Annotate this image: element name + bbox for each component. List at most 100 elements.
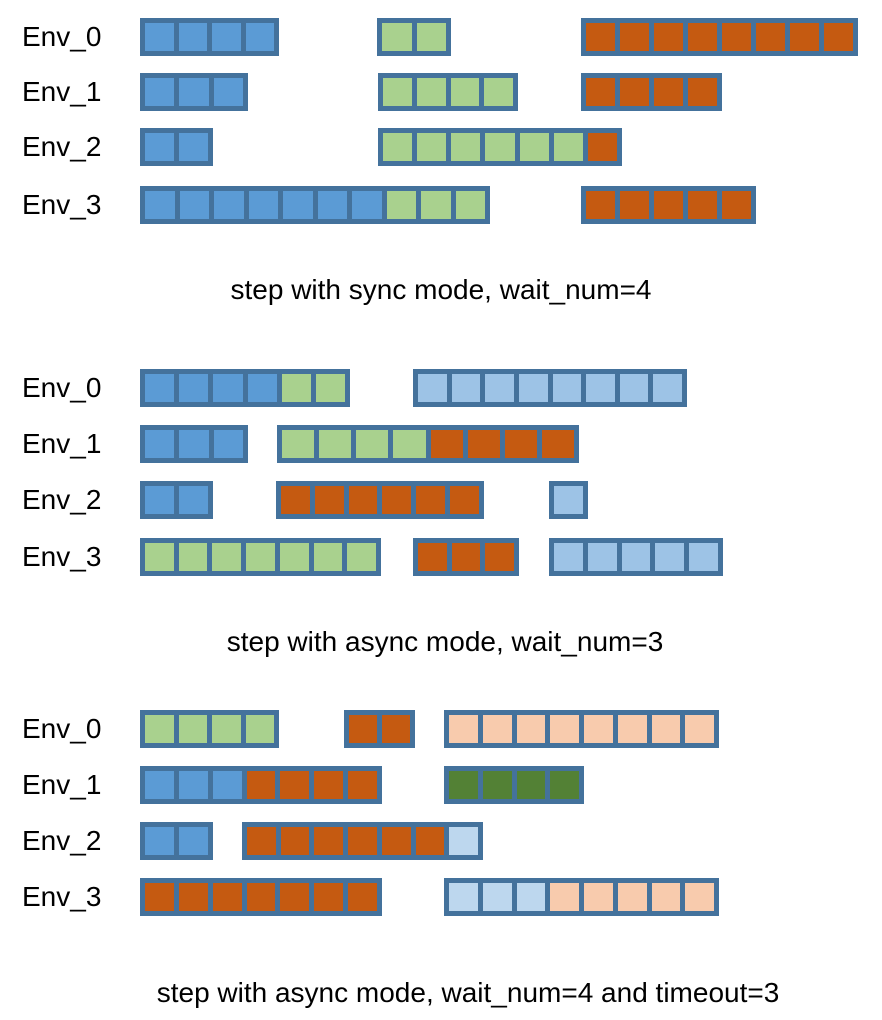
time-block-green [145,715,174,743]
time-block-lightblue [689,543,718,571]
time-block-orange [246,883,276,911]
time-block-peach [685,883,714,911]
time-block-orange [504,430,537,458]
time-block-blue [145,486,174,514]
env-label: Env_3 [22,189,102,220]
time-block-blue [212,771,242,799]
time-block-lightblue [619,374,649,402]
time-block-green [145,543,174,571]
time-block-orange [381,827,411,855]
time-block-peach [685,715,714,743]
time-block-peach [482,715,512,743]
time-block-orange [246,771,276,799]
time-block-orange [756,23,785,51]
time-block-green [178,543,208,571]
time-block-green [356,430,389,458]
time-block-orange [450,486,479,514]
time-block-green [416,23,446,51]
time-block-green [451,133,481,161]
timeline-bar [413,369,687,407]
time-block-green [245,715,274,743]
timeline-bar [581,186,756,224]
time-block-green [212,543,242,571]
time-block-green [383,133,413,161]
time-block-darkgreen [482,771,512,799]
time-block-orange [314,771,344,799]
time-block-peach [617,883,647,911]
time-block-blue [213,374,243,402]
env-label: Env_2 [22,484,102,515]
time-block-orange [654,78,683,106]
timeline-bar [549,481,588,519]
timeline-bar [378,73,518,111]
time-block-orange [620,78,649,106]
time-block-green [313,543,343,571]
timeline-bar [549,538,723,576]
time-block-green [382,23,412,51]
time-block-orange [247,827,276,855]
timeline-bar [344,710,415,748]
timeline-bar [140,425,248,463]
timeline-bar [276,481,484,519]
time-block-green [393,430,426,458]
time-block-orange [348,883,378,911]
time-block-blue [352,191,382,219]
time-block-blue [145,133,174,161]
timeline-bar [140,186,490,224]
time-block-lightblue [485,374,514,402]
env-label: Env_0 [22,21,102,52]
time-block-blue [179,133,208,161]
time-block-blue [179,430,209,458]
time-block-orange [722,191,751,219]
time-block-green [279,543,309,571]
time-block-lightblue [552,374,582,402]
time-block-blue [145,78,175,106]
time-block-blue [213,78,243,106]
time-block-orange [349,715,377,743]
time-block-peach [651,715,681,743]
time-block-blue [145,191,175,219]
time-block-orange [418,543,447,571]
time-block-lightblue [418,374,447,402]
time-block-orange [430,430,463,458]
time-block-blue [317,191,347,219]
env-label: Env_3 [22,541,102,572]
timeline-bar [377,18,451,56]
env-label: Env_1 [22,76,102,107]
time-block-blue [248,191,278,219]
timeline-bar [140,710,279,748]
time-block-peach [516,715,546,743]
env-label: Env_1 [22,428,102,459]
time-block-blue [178,23,207,51]
time-block-paleblue [449,883,478,911]
env-label: Env_2 [22,825,102,856]
time-block-green [455,191,485,219]
time-block-darkgreen [449,771,478,799]
timeline-bar [277,425,579,463]
time-block-green [281,374,311,402]
time-block-green [319,430,352,458]
time-block-darkgreen [516,771,546,799]
timeline-bar [140,878,382,916]
time-block-lightblue [655,543,685,571]
time-block-blue [213,430,243,458]
time-block-blue [179,486,208,514]
time-block-peach [617,715,647,743]
time-block-green [315,374,346,402]
time-block-orange [348,771,378,799]
time-block-orange [688,78,717,106]
time-block-orange [178,883,208,911]
time-block-peach [550,715,579,743]
time-block-lightblue [518,374,548,402]
time-block-lightblue [621,543,651,571]
timeline-bar [444,766,584,804]
time-block-blue [179,78,209,106]
time-block-green [417,133,447,161]
time-block-lightblue [586,374,615,402]
time-block-orange [415,827,445,855]
time-block-orange [790,23,819,51]
time-block-green [246,543,275,571]
time-block-peach [584,883,613,911]
time-block-peach [651,883,681,911]
time-block-paleblue [449,827,479,855]
